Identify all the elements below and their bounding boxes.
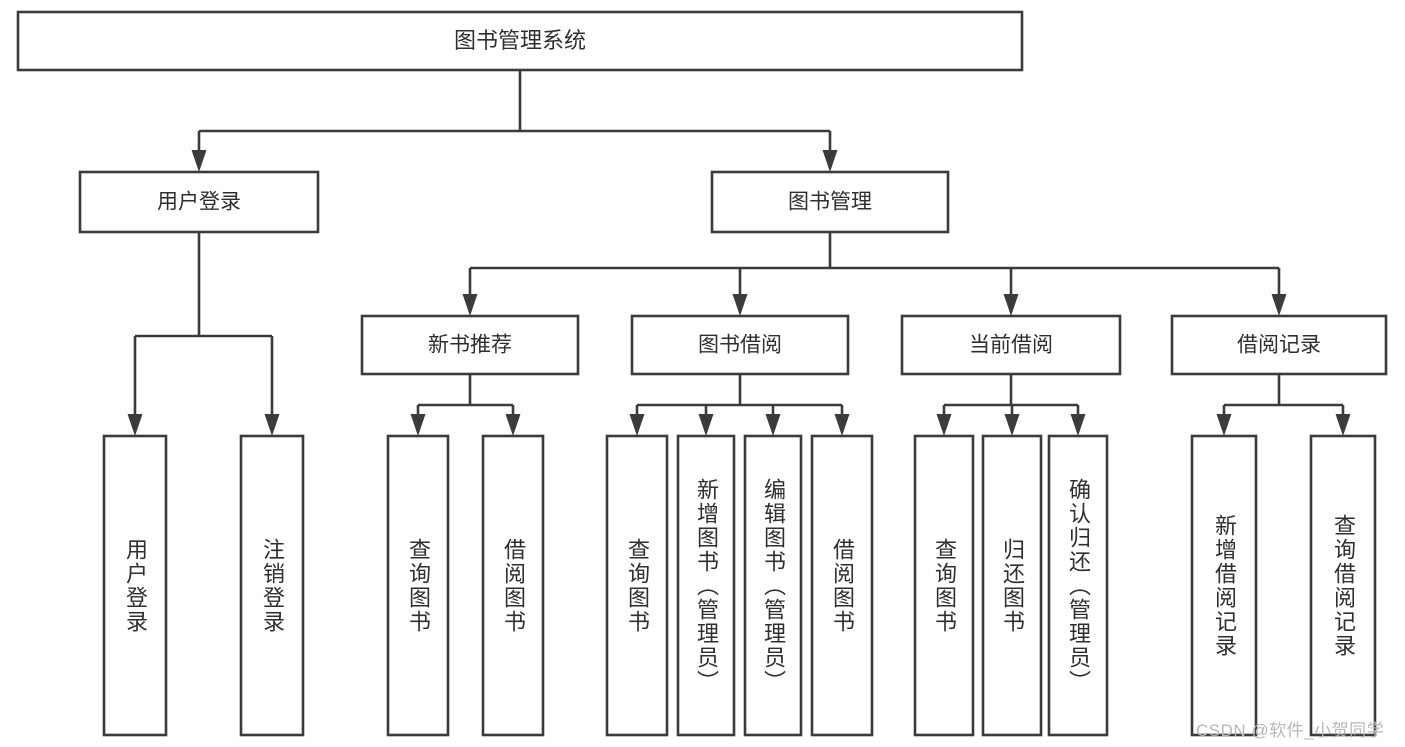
leaf-node-10-box[interactable]	[1047, 434, 1109, 737]
level2-node-0-label: 用户登录	[157, 191, 241, 214]
leaf-arrow-4-1	[1335, 414, 1351, 436]
level3-arrow-0	[462, 294, 478, 316]
leaf-arrow-2-3	[834, 414, 850, 436]
level3-node-3-box[interactable]	[1170, 314, 1388, 376]
leaf-arrow-0-1	[264, 414, 280, 436]
level2-node-0-box[interactable]	[78, 170, 320, 234]
connector-layer	[127, 70, 1351, 436]
leaf-arrow-3-2	[1070, 414, 1086, 436]
leaf-node-4-box[interactable]	[605, 434, 669, 737]
level3-node-2-box[interactable]	[900, 314, 1122, 376]
level2-arrow-1	[822, 150, 838, 172]
level2-arrow-0	[191, 150, 207, 172]
leaf-node-12-box[interactable]	[1309, 434, 1377, 737]
leaf-node-0-box[interactable]	[102, 434, 168, 737]
level3-node-0-label: 新书推荐	[428, 334, 512, 357]
leaf-arrow-0-0	[127, 414, 143, 436]
leaf-node-9-box[interactable]	[981, 434, 1043, 737]
leaf-node-8-box[interactable]	[913, 434, 975, 737]
level3-node-0-box[interactable]	[360, 314, 580, 376]
leaf-node-3-box[interactable]	[481, 434, 545, 737]
csdn-watermark: CSDN @软件_小贺同学	[1196, 721, 1385, 740]
leaf-arrow-3-1	[1004, 414, 1020, 436]
root-node-box[interactable]	[16, 10, 1024, 72]
level3-arrow-1	[732, 294, 748, 316]
leaf-node-11-box[interactable]	[1190, 434, 1258, 737]
level3-node-2-label: 当前借阅	[969, 334, 1053, 357]
leaf-arrow-2-1	[698, 414, 714, 436]
leaf-arrow-4-0	[1216, 414, 1232, 436]
level2-node-1-box[interactable]	[710, 170, 950, 234]
level2-node-1-label: 图书管理	[788, 191, 872, 214]
root-node-label: 图书管理系统	[454, 28, 586, 53]
leaf-arrow-2-2	[765, 414, 781, 436]
leaf-arrow-3-0	[936, 414, 952, 436]
leaf-node-1-box[interactable]	[239, 434, 305, 737]
level3-arrow-2	[1003, 294, 1019, 316]
leaf-node-6-box[interactable]	[743, 434, 803, 737]
level3-arrow-3	[1271, 294, 1287, 316]
leaf-node-5-box[interactable]	[676, 434, 736, 737]
leaf-arrow-1-0	[410, 414, 426, 436]
leaf-arrow-2-0	[629, 414, 645, 436]
leaf-arrow-1-1	[505, 414, 521, 436]
level3-node-3-label: 借阅记录	[1237, 334, 1321, 357]
node-box-layer	[16, 10, 1388, 737]
leaf-node-2-box[interactable]	[386, 434, 450, 737]
leaf-node-7-box[interactable]	[810, 434, 874, 737]
level3-node-1-label: 图书借阅	[698, 334, 782, 357]
level3-node-1-box[interactable]	[630, 314, 850, 376]
